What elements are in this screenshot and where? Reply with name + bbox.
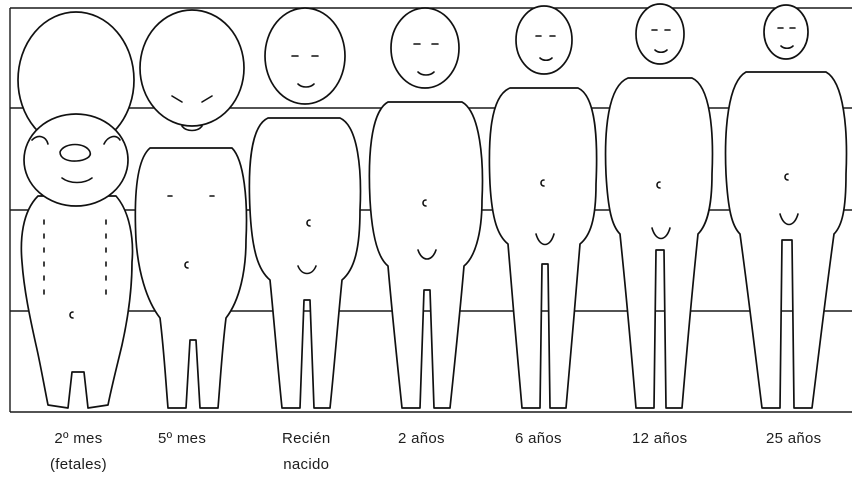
- figure-2-month-fetus: [18, 12, 134, 408]
- stage-label-line1: 2 años: [398, 430, 445, 447]
- figure-12-years: [606, 4, 713, 408]
- stage-label-12-years: 12 años: [632, 430, 687, 447]
- stage-label-line1: 12 años: [632, 430, 687, 447]
- figure-25-years: [726, 5, 847, 408]
- stage-label-line2: nacido: [282, 456, 331, 473]
- stage-label-2-years: 2 años: [398, 430, 445, 447]
- stage-label-line1: 5º mes: [158, 430, 206, 447]
- stage-label-line1: 25 años: [766, 430, 821, 447]
- figure-6-years: [489, 6, 596, 408]
- stage-label-line2: (fetales): [50, 456, 107, 473]
- stage-label-2-month: 2º mes (fetales): [50, 430, 107, 473]
- stage-label-line1: Recién: [282, 430, 331, 447]
- stage-label-line1: 2º mes: [50, 430, 107, 447]
- figure-newborn: [249, 8, 360, 408]
- stage-label-line1: 6 años: [515, 430, 562, 447]
- stage-label-5-month: 5º mes: [158, 430, 206, 447]
- figure-5-month-fetus: [135, 10, 246, 408]
- figure-2-years: [369, 8, 482, 408]
- stage-label-newborn: Recién nacido: [282, 430, 331, 473]
- stage-label-6-years: 6 años: [515, 430, 562, 447]
- stage-label-25-years: 25 años: [766, 430, 821, 447]
